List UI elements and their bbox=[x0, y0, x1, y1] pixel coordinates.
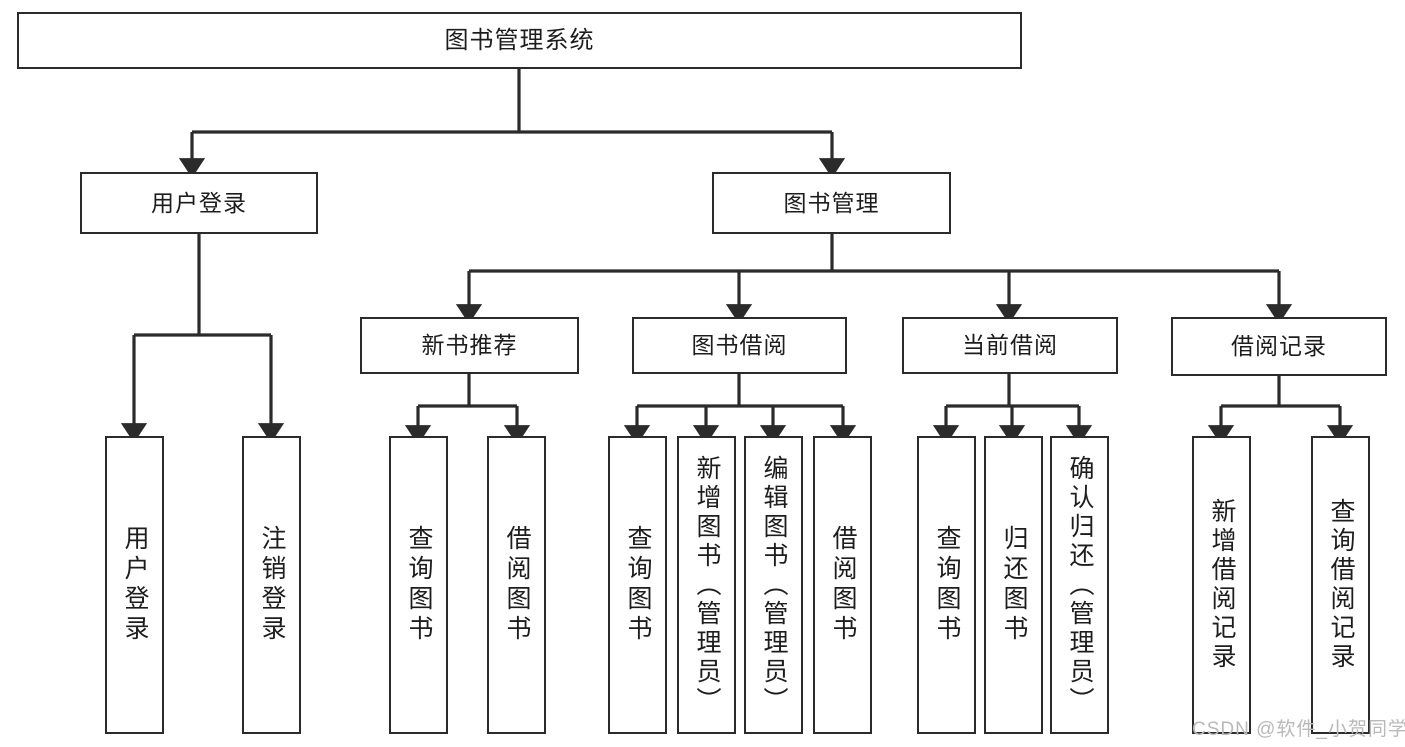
node-leaf-add-book[interactable]: 新增图书（管理员） bbox=[677, 436, 736, 734]
node-leaf-borrow-book-1-label: 借阅图书 bbox=[503, 525, 531, 645]
node-root[interactable]: 图书管理系统 bbox=[17, 12, 1022, 69]
node-leaf-user-login[interactable]: 用户登录 bbox=[105, 436, 164, 734]
node-new-book-rec[interactable]: 新书推荐 bbox=[360, 317, 579, 374]
node-leaf-edit-book[interactable]: 编辑图书（管理员） bbox=[744, 436, 803, 734]
node-leaf-borrow-book-1[interactable]: 借阅图书 bbox=[487, 436, 546, 734]
node-leaf-query-book-2-label: 查询图书 bbox=[624, 525, 652, 645]
node-current-borrow[interactable]: 当前借阅 bbox=[902, 317, 1118, 374]
node-leaf-add-record[interactable]: 新增借阅记录 bbox=[1192, 436, 1251, 734]
node-leaf-query-record[interactable]: 查询借阅记录 bbox=[1311, 436, 1370, 734]
node-leaf-user-logout[interactable]: 注销登录 bbox=[242, 436, 301, 734]
node-leaf-query-book-3[interactable]: 查询图书 bbox=[917, 436, 976, 734]
node-new-book-rec-label: 新书推荐 bbox=[421, 332, 518, 359]
node-root-label: 图书管理系统 bbox=[444, 26, 595, 54]
node-borrow-record-label: 借阅记录 bbox=[1231, 333, 1327, 360]
node-user-login[interactable]: 用户登录 bbox=[80, 172, 318, 234]
node-leaf-borrow-book-2-label: 借阅图书 bbox=[829, 525, 857, 645]
node-leaf-add-record-label: 新增借阅记录 bbox=[1208, 498, 1236, 672]
node-user-login-label: 用户登录 bbox=[151, 189, 247, 216]
node-book-manage-label: 图书管理 bbox=[783, 189, 880, 216]
node-book-borrow[interactable]: 图书借阅 bbox=[632, 317, 847, 374]
node-leaf-add-book-label: 新增图书（管理员） bbox=[693, 454, 721, 716]
node-leaf-query-book-1[interactable]: 查询图书 bbox=[389, 436, 448, 734]
node-leaf-edit-book-label: 编辑图书（管理员） bbox=[760, 454, 788, 716]
node-leaf-query-book-3-label: 查询图书 bbox=[933, 525, 961, 645]
watermark: CSDN @软件_小贺同学 bbox=[1192, 719, 1405, 740]
node-leaf-user-login-label: 用户登录 bbox=[121, 525, 149, 645]
node-leaf-confirm-return-label: 确认归还（管理员） bbox=[1066, 454, 1094, 716]
node-leaf-user-logout-label: 注销登录 bbox=[258, 525, 286, 645]
node-leaf-query-record-label: 查询借阅记录 bbox=[1327, 498, 1355, 672]
node-leaf-borrow-book-2[interactable]: 借阅图书 bbox=[813, 436, 872, 734]
node-book-borrow-label: 图书借阅 bbox=[691, 332, 788, 359]
node-leaf-return-book[interactable]: 归还图书 bbox=[984, 436, 1043, 734]
node-leaf-return-book-label: 归还图书 bbox=[1000, 525, 1028, 645]
node-leaf-confirm-return[interactable]: 确认归还（管理员） bbox=[1050, 436, 1109, 734]
node-book-manage[interactable]: 图书管理 bbox=[712, 172, 951, 234]
node-borrow-record[interactable]: 借阅记录 bbox=[1171, 317, 1387, 376]
node-leaf-query-book-2[interactable]: 查询图书 bbox=[608, 436, 667, 734]
node-current-borrow-label: 当前借阅 bbox=[962, 332, 1058, 359]
node-leaf-query-book-1-label: 查询图书 bbox=[405, 525, 433, 645]
